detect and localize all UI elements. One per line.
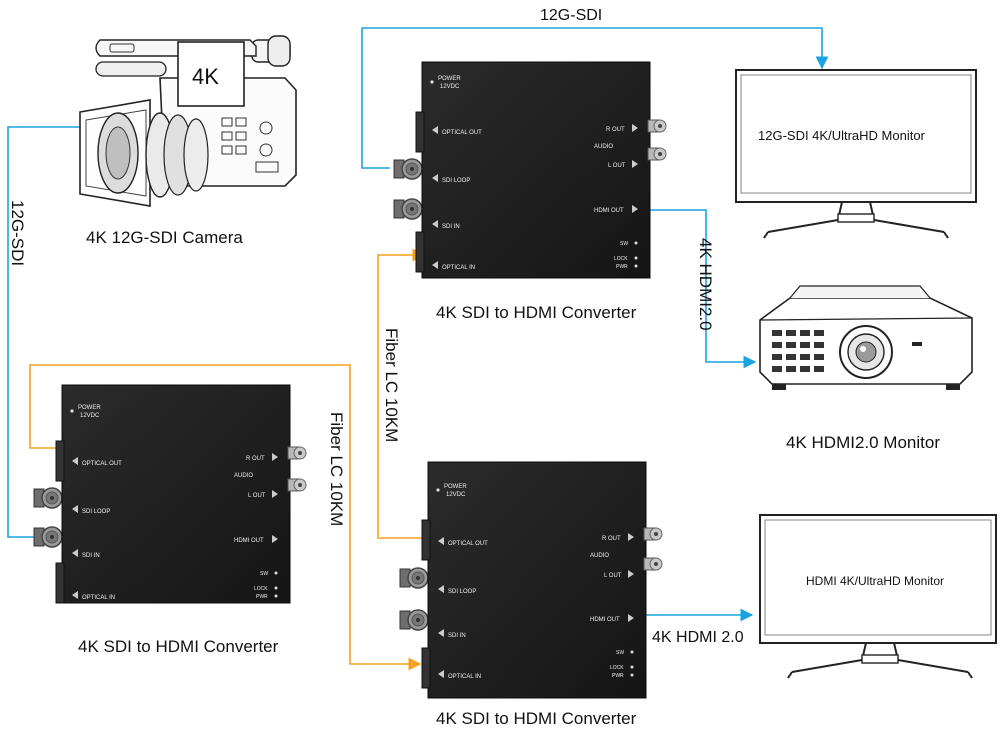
converter-right-bnc-in bbox=[399, 609, 429, 631]
svg-text:OPTICAL OUT: OPTICAL OUT bbox=[448, 541, 488, 547]
link-camera-to-converter-left bbox=[7, 126, 85, 544]
projector-caption: 4K HDMI2.0 Monitor bbox=[786, 433, 940, 452]
link-hdmi-to-projector bbox=[650, 209, 757, 369]
svg-text:HDMI OUT: HDMI OUT bbox=[594, 208, 624, 214]
svg-text:SDI IN: SDI IN bbox=[442, 224, 460, 230]
svg-text:SW: SW bbox=[616, 650, 624, 656]
converter-right-caption: 4K SDI to HDMI Converter bbox=[436, 709, 637, 728]
svg-text:AUDIO: AUDIO bbox=[594, 144, 613, 150]
label-fiber-mid: Fiber LC 10KM bbox=[382, 328, 401, 442]
link-fiber-mid bbox=[377, 248, 430, 539]
link-fiber-left bbox=[29, 364, 422, 671]
svg-text:SDI LOOP: SDI LOOP bbox=[448, 589, 476, 595]
monitor-hdmi-icon bbox=[759, 514, 997, 679]
svg-text:SW: SW bbox=[260, 571, 268, 577]
svg-text:HDMI OUT: HDMI OUT bbox=[590, 617, 620, 623]
svg-text:OPTICAL IN: OPTICAL IN bbox=[442, 265, 475, 271]
converter-right: POWER 12VDC OPTICAL OUT SDI LOOP SDI IN … bbox=[399, 461, 663, 699]
monitor-hdmi-screen-text: HDMI 4K/UltraHD Monitor bbox=[806, 574, 944, 588]
svg-text:L OUT: L OUT bbox=[248, 493, 266, 499]
svg-text:LOCK: LOCK bbox=[254, 586, 268, 592]
link-loop-to-sdi-monitor bbox=[361, 27, 829, 169]
converter-left-rca-r bbox=[287, 446, 307, 460]
label-top-sdi: 12G-SDI bbox=[540, 7, 602, 24]
svg-text:POWER: POWER bbox=[444, 484, 467, 490]
svg-text:SDI LOOP: SDI LOOP bbox=[442, 178, 470, 184]
svg-text:POWER: POWER bbox=[78, 405, 101, 411]
svg-text:HDMI OUT: HDMI OUT bbox=[234, 538, 264, 544]
converter-top-caption: 4K SDI to HDMI Converter bbox=[436, 303, 637, 322]
camera-icon: 4K bbox=[79, 35, 297, 207]
svg-text:SDI IN: SDI IN bbox=[448, 633, 466, 639]
monitor-sdi-icon bbox=[735, 69, 977, 239]
svg-text:LOCK: LOCK bbox=[614, 256, 628, 262]
svg-text:12VDC: 12VDC bbox=[446, 492, 466, 498]
svg-text:L OUT: L OUT bbox=[604, 573, 622, 579]
svg-text:PWR: PWR bbox=[256, 594, 268, 600]
svg-text:L OUT: L OUT bbox=[608, 163, 626, 169]
projector-icon bbox=[759, 285, 973, 390]
svg-text:R OUT: R OUT bbox=[602, 536, 621, 542]
svg-text:AUDIO: AUDIO bbox=[590, 553, 609, 559]
svg-text:R OUT: R OUT bbox=[246, 456, 265, 462]
svg-text:12VDC: 12VDC bbox=[440, 84, 460, 90]
svg-text:PWR: PWR bbox=[616, 264, 628, 270]
svg-text:SDI IN: SDI IN bbox=[82, 553, 100, 559]
label-fiber-left: Fiber LC 10KM bbox=[327, 412, 346, 526]
converter-left-rca-l bbox=[287, 478, 307, 492]
converter-right-rca-r bbox=[643, 527, 663, 541]
monitor-sdi-screen-text: 12G-SDI 4K/UltraHD Monitor bbox=[758, 128, 926, 143]
camera-screen-text: 4K bbox=[192, 64, 219, 89]
converter-right-bnc-loop bbox=[399, 567, 429, 589]
svg-text:OPTICAL OUT: OPTICAL OUT bbox=[82, 461, 122, 467]
converter-top-bnc-in bbox=[393, 198, 423, 220]
converter-left: POWER 12VDC OPTICAL OUT SDI LOOP SDI IN … bbox=[33, 384, 307, 604]
converter-top-rca-r bbox=[647, 119, 667, 133]
svg-text:AUDIO: AUDIO bbox=[234, 473, 253, 479]
svg-text:LOCK: LOCK bbox=[610, 665, 624, 671]
svg-text:SDI LOOP: SDI LOOP bbox=[82, 509, 110, 515]
camera-caption: 4K 12G-SDI Camera bbox=[86, 228, 243, 247]
converter-left-bnc-in bbox=[33, 526, 63, 548]
converter-top: POWER 12VDC OPTICAL OUT SDI LOOP SDI IN … bbox=[393, 61, 667, 279]
svg-text:OPTICAL OUT: OPTICAL OUT bbox=[442, 130, 482, 136]
svg-text:OPTICAL IN: OPTICAL IN bbox=[82, 595, 115, 601]
svg-text:SW: SW bbox=[620, 241, 628, 247]
converter-left-bnc-loop bbox=[33, 487, 63, 509]
svg-text:OPTICAL IN: OPTICAL IN bbox=[448, 674, 481, 680]
converter-top-bnc-loop bbox=[393, 158, 423, 180]
converter-left-caption: 4K SDI to HDMI Converter bbox=[78, 637, 279, 656]
label-hdmi-bottom: 4K HDMI 2.0 bbox=[652, 629, 744, 646]
converter-top-rca-l bbox=[647, 147, 667, 161]
svg-text:PWR: PWR bbox=[612, 673, 624, 679]
svg-text:12VDC: 12VDC bbox=[80, 413, 100, 419]
svg-text:R OUT: R OUT bbox=[606, 127, 625, 133]
label-left-sdi: 12G-SDI bbox=[8, 200, 27, 266]
svg-text:POWER: POWER bbox=[438, 76, 461, 82]
converter-right-rca-l bbox=[643, 557, 663, 571]
label-hdmi-vertical: 4K HDMI2.0 bbox=[696, 238, 715, 331]
